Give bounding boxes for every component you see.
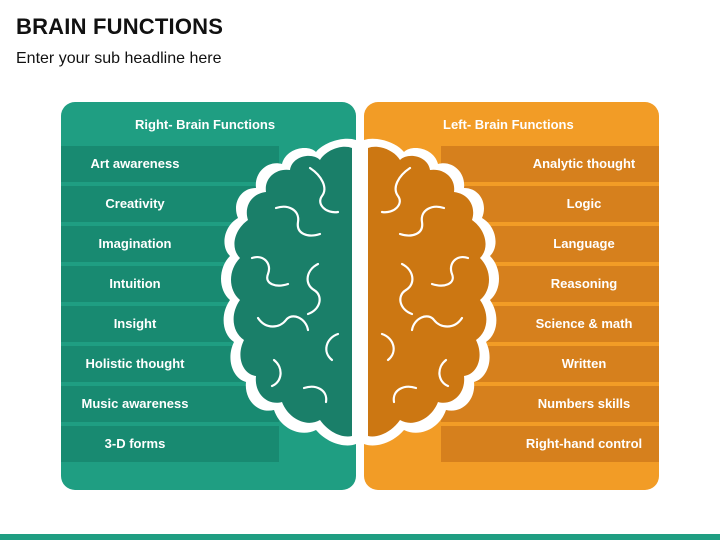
- bottom-accent-bar: [0, 534, 720, 540]
- left-brain-header: Left- Brain Functions: [443, 117, 574, 132]
- left-item-label: Reasoning: [550, 276, 618, 291]
- left-item-label: Logic: [566, 196, 602, 211]
- right-item-label: Insight: [113, 316, 157, 331]
- brain-right-hemisphere-icon: [221, 138, 356, 446]
- right-item-row: Music awareness: [61, 386, 279, 422]
- right-item-label: Music awareness: [81, 396, 189, 411]
- right-item-label: Art awareness: [90, 156, 180, 171]
- right-item-row: 3-D forms: [61, 426, 279, 462]
- left-item-label: Written: [561, 356, 607, 371]
- right-item-label: Holistic thought: [85, 356, 185, 371]
- right-brain-header: Right- Brain Functions: [135, 117, 276, 132]
- page-title: BRAIN FUNCTIONS: [16, 14, 224, 39]
- left-item-label: Numbers skills: [537, 396, 631, 411]
- right-item-label: 3-D forms: [104, 436, 166, 451]
- right-item-row: Art awareness: [61, 146, 279, 182]
- right-item-label: Imagination: [98, 236, 172, 251]
- left-item-label: Right-hand control: [525, 436, 643, 451]
- left-item-row: Right-hand control: [441, 426, 659, 462]
- page-subtitle: Enter your sub headline here: [16, 50, 222, 67]
- right-item-label: Creativity: [105, 196, 165, 211]
- left-item-label: Science & math: [535, 316, 633, 331]
- right-item-label: Intuition: [109, 276, 161, 291]
- left-item-row: Numbers skills: [441, 386, 659, 422]
- left-item-label: Language: [553, 236, 615, 251]
- brain-left-hemisphere-icon: [364, 138, 499, 446]
- left-item-label: Analytic thought: [532, 156, 636, 171]
- left-item-row: Analytic thought: [441, 146, 659, 182]
